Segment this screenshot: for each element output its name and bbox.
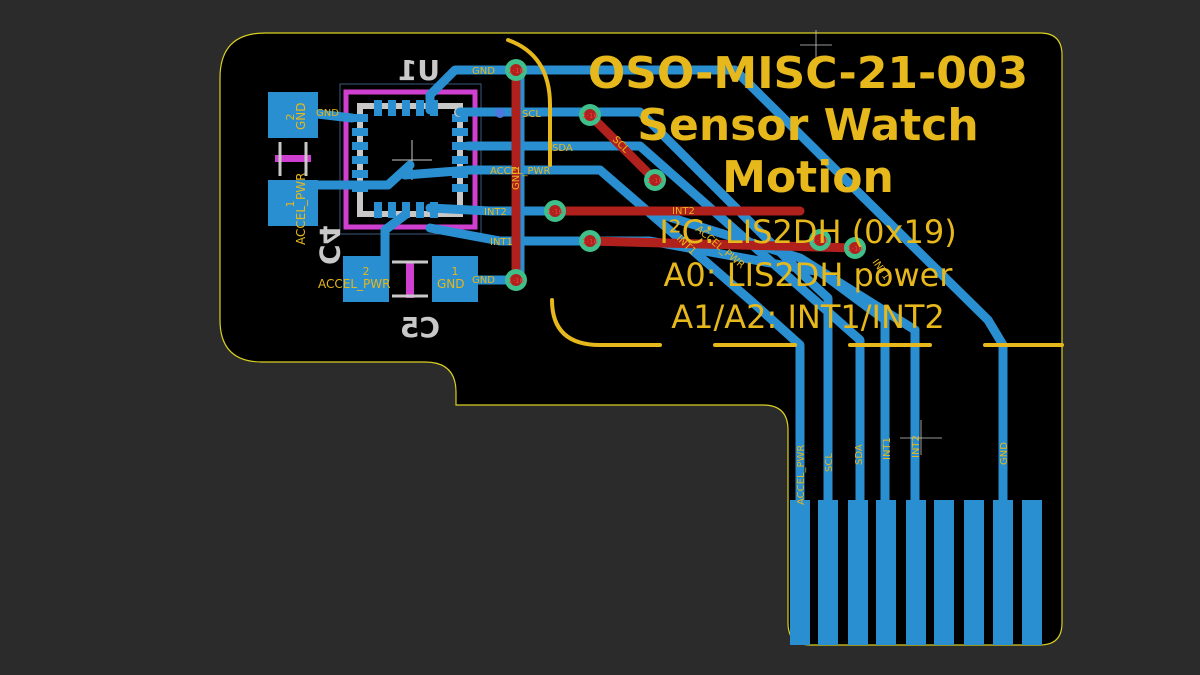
- net-c5-pad1: GND: [437, 277, 465, 291]
- net-int2-top: INT2: [484, 207, 507, 218]
- via-5: [579, 230, 601, 252]
- via-8: [844, 237, 866, 259]
- c5-footprint[interactable]: [343, 256, 478, 302]
- net-c4-pad1: ACCEL_PWR: [294, 173, 308, 245]
- red-int1: [585, 236, 860, 253]
- finger-label-gnd: GND: [999, 442, 1010, 465]
- trace-int1: [425, 223, 890, 510]
- via-4: [544, 200, 566, 222]
- via-labels: 1-16 1-16 1-16 1-16 1-16 1-16 1-16 1-16: [508, 67, 863, 285]
- pad-num-c4-bottom: 1: [284, 201, 297, 208]
- via-1: [505, 59, 527, 81]
- via-6: [505, 269, 527, 291]
- finger-labels: ACCEL_PWR SCL SDA INT1 INT2 GND: [796, 435, 1010, 505]
- c5-courtyard: [406, 262, 414, 298]
- net-int1-top: INT1: [490, 237, 513, 248]
- c4-courtyard: [275, 155, 311, 162]
- via-label-3: 1-16: [647, 177, 663, 185]
- u1-courtyard: [339, 83, 482, 235]
- c4-footprint[interactable]: [268, 92, 318, 226]
- trace-gnd-top: [425, 65, 1008, 510]
- finger-9: [1022, 500, 1042, 645]
- edge-fingers[interactable]: [790, 500, 1042, 645]
- trace-accel-pwr: [400, 165, 805, 510]
- via-label-2: 1-16: [582, 112, 598, 120]
- info-line-3: A1/A2: INT1/INT2: [671, 298, 945, 336]
- c5-pad-2: [343, 256, 389, 302]
- via-label-1: 1-16: [508, 67, 524, 75]
- finger-label-int1: INT1: [882, 437, 893, 460]
- net-vertical-gnd: GND: [511, 167, 522, 190]
- finger-label-scl: SCL: [824, 453, 835, 472]
- via-2: [579, 104, 601, 126]
- via-label-8: 1-16: [847, 245, 863, 253]
- pad-num-c4-top: 2: [284, 114, 297, 121]
- trace-scl: [455, 107, 833, 510]
- net-accel-pwr-top: ACCEL_PWR: [490, 166, 550, 177]
- finger-8: [993, 500, 1013, 645]
- title-line-1: OSO-MISC-21-003: [588, 48, 1028, 99]
- net-c4-pad2: GND: [294, 102, 308, 130]
- refdes-c5: C5: [400, 311, 440, 344]
- pad-num-c5-left: 2: [363, 265, 370, 278]
- red-scl-diag: [585, 110, 660, 185]
- via-label-4: 1-16: [547, 208, 563, 216]
- finger-1: [790, 500, 810, 645]
- board-title: OSO-MISC-21-003 Sensor Watch Motion: [588, 48, 1028, 203]
- finger-7: [964, 500, 984, 645]
- title-line-2: Sensor Watch: [637, 100, 978, 151]
- title-line-3: Motion: [722, 152, 894, 203]
- finger-label-accel-pwr: ACCEL_PWR: [796, 445, 807, 505]
- net-u1-gnd: GND: [316, 108, 339, 119]
- via-label-5: 1-16: [582, 238, 598, 246]
- silkscreen-graphics: [506, 38, 1064, 347]
- pad-num-c5-right: 1: [452, 265, 459, 278]
- finger-3: [848, 500, 868, 645]
- finger-4: [876, 500, 896, 645]
- c5-pad-1: [432, 256, 478, 302]
- back-silk-refdes: U1 C4 C5: [313, 54, 440, 344]
- finger-5: [906, 500, 926, 645]
- finger-label-sda: SDA: [854, 444, 865, 465]
- info-line-1: I²C: LIS2DH (0x19): [659, 213, 956, 251]
- via-3: [644, 169, 666, 191]
- u1-outline: [343, 89, 478, 230]
- net-sda-top: SDA: [552, 143, 573, 154]
- pad-net-labels: ACCEL_PWR GND ACCEL_PWR GND: [294, 102, 465, 291]
- c4-pad-2: [268, 92, 318, 138]
- net-gnd-bottom: GND: [472, 275, 495, 286]
- finger-6: [934, 500, 954, 645]
- pad-numbers: 2 1 2 1: [284, 114, 459, 279]
- net-int2-red: INT2: [672, 206, 695, 217]
- finger-2: [818, 500, 838, 645]
- refdes-c4: C4: [313, 225, 346, 265]
- front-copper-traces: [511, 65, 860, 285]
- net-labels: GND SCL SDA ACCEL_PWR INT2 INT1 GND GND …: [316, 66, 695, 286]
- silk-arc-top: [506, 38, 552, 167]
- silk-bracket: [550, 298, 662, 347]
- net-scl-top: SCL: [522, 109, 541, 120]
- info-line-2: A0: LIS2DH power: [664, 256, 954, 294]
- info-text: I²C: LIS2DH (0x19) A0: LIS2DH power A1/A…: [659, 213, 956, 336]
- via-label-6: 1-16: [508, 277, 524, 285]
- refdes-u1: U1: [398, 54, 440, 87]
- vias[interactable]: [495, 59, 866, 291]
- net-c5-pad2: ACCEL_PWR: [318, 277, 390, 291]
- via-7: [809, 229, 831, 251]
- c4-pad-1: [268, 180, 318, 226]
- trace-int2: [425, 203, 920, 510]
- crosshairs: [800, 30, 942, 455]
- net-gnd-top: GND: [472, 66, 495, 77]
- finger-label-int2: INT2: [911, 435, 922, 458]
- via-small: [495, 108, 505, 118]
- via-label-7: 1-16: [812, 237, 828, 245]
- trace-c4-pwr: [295, 160, 415, 190]
